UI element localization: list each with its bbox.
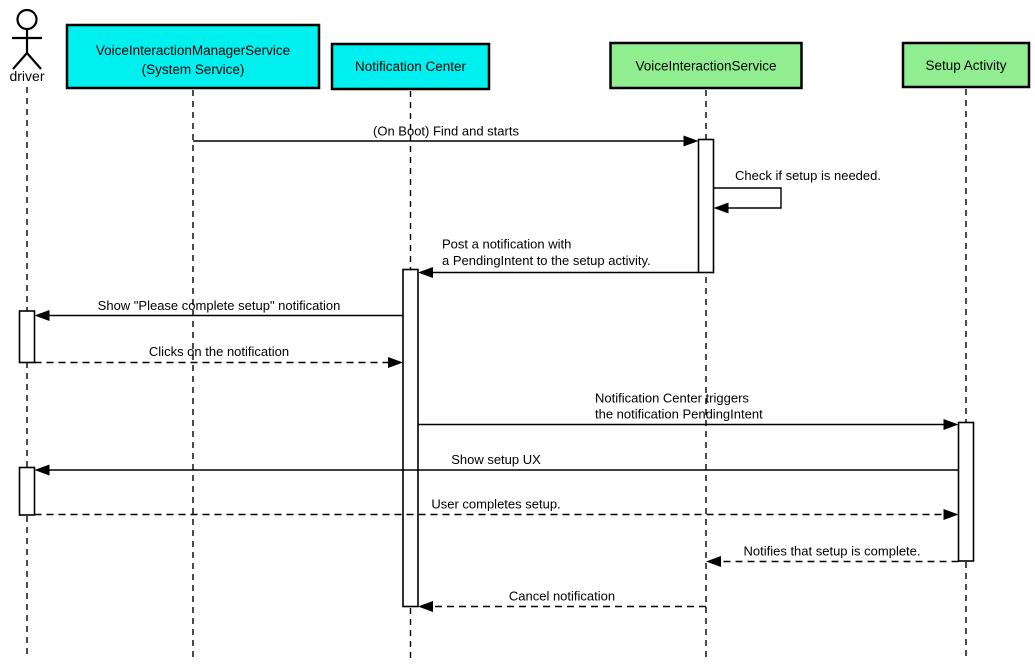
participant-label: Setup Activity — [925, 58, 1006, 73]
participant-voice-interaction-manager-service: VoiceInteractionManagerService (System S… — [65, 23, 321, 90]
message-cancel-notification: Cancel notification — [418, 589, 706, 612]
activation-driver-2 — [18, 466, 36, 516]
participant-label: VoiceInteractionService — [635, 59, 776, 74]
arrowhead-left-icon — [713, 202, 729, 214]
message-label: User completes setup. — [431, 497, 560, 512]
arrowhead-left-icon — [34, 310, 50, 321]
participant-label-line1: VoiceInteractionManagerService — [96, 43, 290, 58]
message-label-line1: Post a notification with — [442, 237, 571, 252]
messages: (On Boot) Find and starts Check if setup… — [34, 124, 959, 612]
message-label: Cancel notification — [509, 589, 615, 604]
message-on-boot-find-and-starts: (On Boot) Find and starts — [193, 124, 699, 147]
message-label: (On Boot) Find and starts — [373, 124, 519, 139]
arrowhead-right-icon — [388, 357, 403, 368]
arrowhead-right-icon — [943, 419, 959, 430]
message-label-line2: a PendingIntent to the setup activity. — [442, 253, 651, 268]
participant-box — [330, 42, 491, 91]
lifelines — [26, 87, 967, 658]
participant-setup-activity: Setup Activity — [901, 41, 1031, 89]
message-label: Check if setup is needed. — [735, 168, 881, 183]
activation-driver-1 — [18, 310, 36, 364]
self-message-line — [713, 187, 782, 209]
arrowhead-right-icon — [943, 509, 959, 520]
actor-head-icon — [16, 8, 38, 31]
message-label-line1: Notification Center triggers — [595, 391, 749, 406]
message-show-setup-ux: Show setup UX — [34, 452, 959, 476]
participant-label: Notification Center — [355, 59, 467, 74]
participant-voice-interaction-service: VoiceInteractionService — [609, 41, 803, 90]
activation-bars — [18, 138, 975, 608]
actor-label: driver — [9, 68, 44, 84]
message-post-a-notification: Post a notification with a PendingIntent… — [418, 237, 699, 278]
actor-driver: driver — [9, 8, 45, 84]
activation-voice-interaction-service — [697, 138, 715, 274]
message-label: Notifies that setup is complete. — [743, 544, 920, 559]
message-check-if-setup-is-needed: Check if setup is needed. — [713, 168, 881, 214]
participants: VoiceInteractionManagerService (System S… — [65, 23, 1031, 91]
arrowhead-left-icon — [418, 601, 433, 612]
actor-right-leg-icon — [26, 52, 42, 70]
actor-left-leg-icon — [12, 52, 28, 70]
activation-setup-activity — [957, 421, 975, 562]
message-show-please-complete-setup-notification: Show "Please complete setup" notificatio… — [34, 298, 403, 321]
participant-box — [609, 41, 803, 90]
message-label: Show setup UX — [451, 452, 541, 467]
participant-box — [65, 23, 321, 90]
message-label: Clicks on the notification — [149, 344, 289, 359]
arrowhead-left-icon — [706, 556, 721, 567]
arrowhead-right-icon — [683, 135, 699, 147]
arrowhead-left-icon — [34, 464, 50, 476]
message-notification-center-triggers-pendingintent: Notification Center triggers the notific… — [418, 391, 959, 430]
message-user-completes-setup: User completes setup. — [34, 497, 959, 520]
participant-box — [901, 41, 1031, 89]
message-notifies-setup-complete: Notifies that setup is complete. — [706, 544, 959, 567]
message-label-line2: the notification PendingIntent — [595, 407, 763, 422]
participant-notification-center: Notification Center — [330, 42, 491, 91]
message-label: Show "Please complete setup" notificatio… — [98, 298, 341, 313]
message-clicks-on-the-notification: Clicks on the notification — [34, 344, 403, 368]
activation-notification-center — [402, 268, 419, 608]
arrowhead-left-icon — [418, 267, 433, 278]
participant-label-line2: (System Service) — [142, 62, 245, 77]
